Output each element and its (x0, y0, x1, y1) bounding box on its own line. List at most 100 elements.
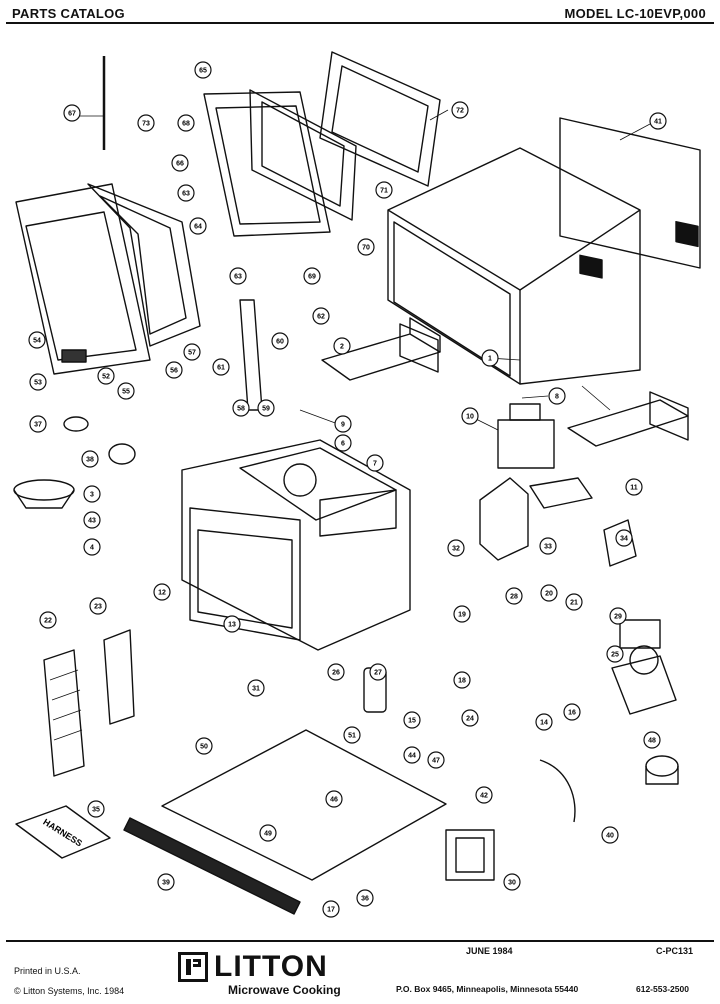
callout-29: 29 (609, 607, 627, 625)
callout-number: 18 (458, 678, 466, 685)
callout-2: 2 (333, 337, 351, 355)
part-base-plate (161, 729, 447, 881)
callout-number: 7 (373, 461, 377, 468)
part-door-gasket (319, 51, 441, 187)
callout-number: 40 (606, 833, 614, 840)
callout-number: 30 (508, 880, 516, 887)
part-shroud (479, 477, 529, 561)
callout-number: 48 (648, 738, 656, 745)
callout-number: 64 (194, 224, 202, 231)
callout-20: 20 (540, 584, 558, 602)
callout-1: 1 (481, 349, 499, 367)
callout-65: 65 (194, 61, 212, 79)
callout-number: 3 (90, 492, 94, 499)
callout-number: 62 (317, 314, 325, 321)
callout-number: 35 (92, 807, 100, 814)
callout-6: 6 (334, 434, 352, 452)
callout-number: 11 (630, 485, 638, 492)
callout-number: 61 (217, 365, 225, 372)
part-waveguide-b (567, 399, 689, 447)
callout-number: 69 (308, 274, 316, 281)
callout-number: 8 (555, 394, 559, 401)
part-latch-bracket (239, 299, 263, 411)
callout-number: 29 (614, 614, 622, 621)
callout-19: 19 (453, 605, 471, 623)
callout-number: 47 (432, 758, 440, 765)
callout-number: 19 (458, 612, 466, 619)
callout-number: 25 (611, 652, 619, 659)
callout-number: 55 (122, 389, 130, 396)
callout-25: 25 (606, 645, 624, 663)
callout-50: 50 (195, 737, 213, 755)
callout-41: 41 (649, 112, 667, 130)
callout-60: 60 (271, 332, 289, 350)
callout-number: 17 (327, 907, 335, 914)
part-power-cord (539, 759, 576, 823)
callout-number: 37 (34, 422, 42, 429)
callout-63: 63 (229, 267, 247, 285)
callout-number: 31 (252, 686, 260, 693)
callout-71: 71 (375, 181, 393, 199)
part-grille (123, 817, 301, 915)
callout-number: 15 (408, 718, 416, 725)
callout-63: 63 (177, 184, 195, 202)
callout-number: 24 (466, 716, 474, 723)
part-bracket (529, 477, 593, 509)
callout-44: 44 (403, 746, 421, 764)
callout-number: 44 (408, 753, 416, 760)
callout-24: 24 (461, 709, 479, 727)
part-cabinet (387, 147, 641, 385)
logo-wordmark: LITTON (214, 950, 328, 983)
callout-number: 51 (348, 733, 356, 740)
part-switch-assy (619, 619, 661, 649)
callout-39: 39 (157, 873, 175, 891)
callout-66: 66 (171, 154, 189, 172)
callout-18: 18 (453, 671, 471, 689)
callout-number: 26 (332, 670, 340, 677)
callout-number: 41 (654, 119, 662, 126)
callout-62: 62 (312, 307, 330, 325)
callout-17: 17 (322, 900, 340, 918)
callout-number: 42 (480, 793, 488, 800)
callout-32: 32 (447, 539, 465, 557)
callout-number: 28 (510, 594, 518, 601)
callout-56: 56 (165, 361, 183, 379)
callout-number: 59 (262, 406, 270, 413)
part-control-panel (43, 649, 85, 777)
callout-36: 36 (356, 889, 374, 907)
harness-label: HARNESS (41, 817, 84, 849)
callout-33: 33 (539, 537, 557, 555)
callout-61: 61 (212, 358, 230, 376)
part-door-front (15, 183, 151, 375)
callout-number: 39 (162, 880, 170, 887)
logo-subtitle: Microwave Cooking (228, 983, 341, 997)
callout-57: 57 (183, 343, 201, 361)
callout-number: 60 (276, 339, 284, 346)
callout-number: 46 (330, 797, 338, 804)
callout-number: 13 (228, 622, 236, 629)
part-back-panel (559, 117, 701, 269)
callout-34: 34 (615, 529, 633, 547)
callout-number: 67 (68, 111, 76, 118)
callout-49: 49 (259, 824, 277, 842)
callout-number: 34 (620, 536, 628, 543)
callout-number: 4 (90, 545, 94, 552)
litton-logo-icon (178, 952, 208, 982)
part-lamp-socket (63, 416, 89, 432)
callout-4: 4 (83, 538, 101, 556)
printed-note: Printed in U.S.A. (14, 966, 81, 976)
callout-number: 10 (466, 414, 474, 421)
callout-number: 73 (142, 121, 150, 128)
callout-number: 1 (488, 356, 492, 363)
callout-number: 66 (176, 161, 184, 168)
callout-number: 38 (86, 457, 94, 464)
callout-number: 27 (374, 670, 382, 677)
callout-31: 31 (247, 679, 265, 697)
callout-9: 9 (334, 415, 352, 433)
callout-43: 43 (83, 511, 101, 529)
callout-51: 51 (343, 726, 361, 744)
part-plate (603, 519, 637, 567)
callout-35: 35 (87, 800, 105, 818)
